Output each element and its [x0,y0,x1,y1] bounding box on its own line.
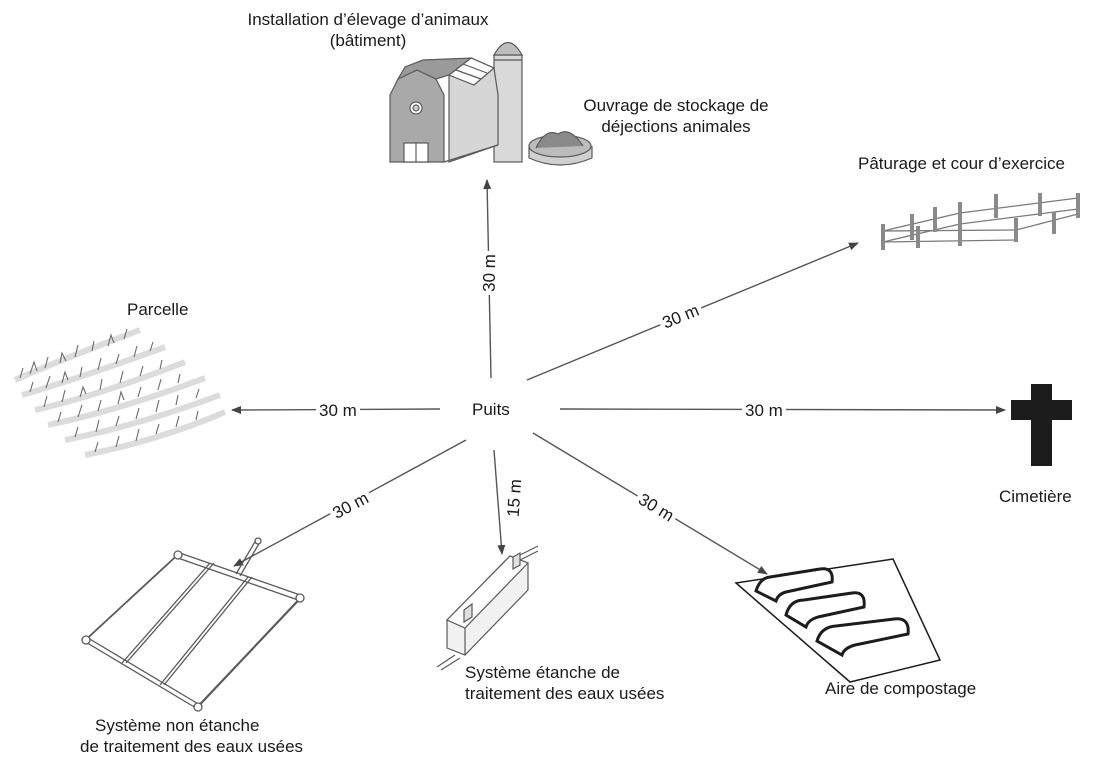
drain-field-icon [81,537,305,712]
paturage-label: Pâturage et cour d’exercice [858,154,1065,173]
systeme-etanche-label: Système étanche de traitement des eaux u… [465,663,665,703]
distance-installation: 30 m [479,250,501,296]
parcelle-label: Parcelle [127,300,189,319]
installation-label: Installation d’élevage d’animaux (bâtime… [247,10,489,50]
distance-systeme-etanche: 15 m [503,475,527,521]
manure-storage-icon [528,131,593,166]
fence-icon [881,193,1080,250]
arrow-to-systeme-etanche [493,449,506,555]
compost-icon [734,558,942,683]
compostage-label: Aire de compostage [825,679,977,698]
cimetiere-label: Cimetière [999,487,1072,506]
septic-tank-icon [436,545,539,671]
cross-icon-vertical [1031,384,1052,466]
barn-icon [389,41,524,163]
stockage-label: Ouvrage de stockage de déjections animal… [583,96,769,136]
distance-parcelle: 30 m [316,401,360,421]
systeme-non-etanche-label: Système non étanche de traitement des ea… [80,716,304,756]
distance-cimetiere: 30 m [742,401,786,421]
crop-field-icon [13,327,227,458]
well-label: Puits [472,400,510,419]
cross-icon-horizontal [1011,400,1072,420]
